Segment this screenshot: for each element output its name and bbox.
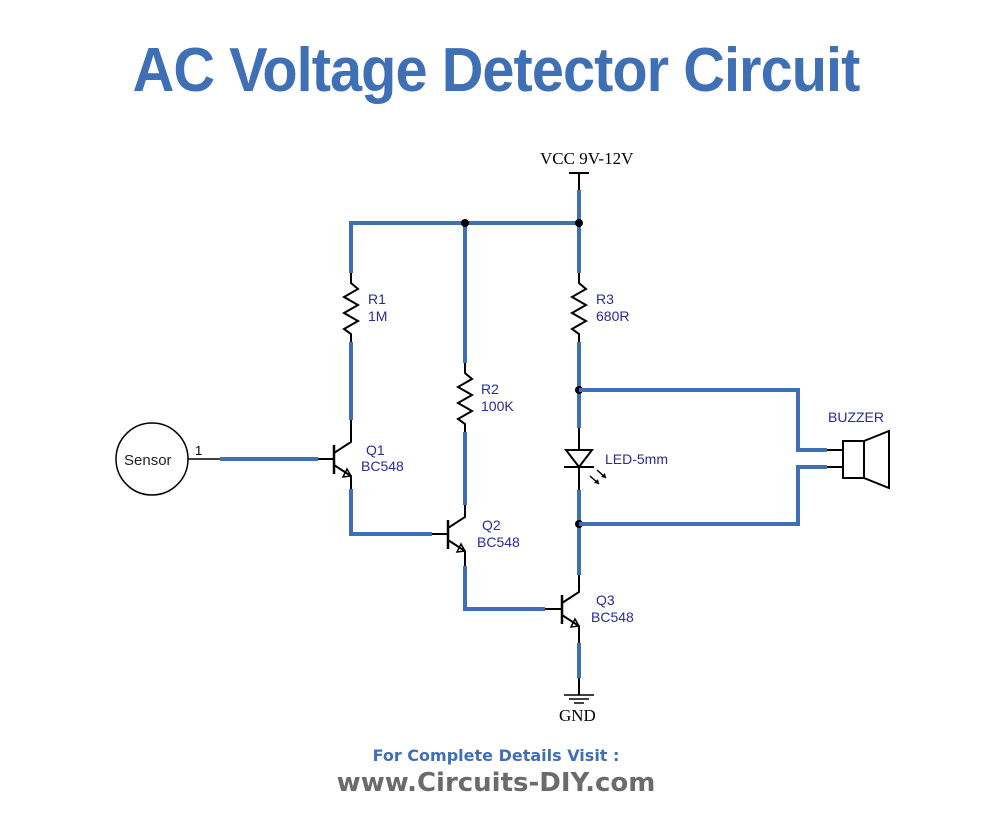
resistor-r2 <box>455 363 475 505</box>
r2-value-label: 100K <box>481 398 514 414</box>
ground-symbol <box>564 678 594 704</box>
q3-value-label: BC548 <box>591 609 634 625</box>
resistor-r3 <box>569 273 589 390</box>
q1-value-label: BC548 <box>361 458 404 474</box>
ground-label: GND <box>559 706 596 725</box>
vcc-symbol <box>569 172 589 190</box>
buzzer-symbol <box>827 429 890 490</box>
r1-value-label: 1M <box>368 308 387 324</box>
buzzer-label: BUZZER <box>828 409 884 425</box>
q2-to-q3-wire <box>463 566 545 611</box>
transistor-q3 <box>545 575 581 643</box>
r2-ref-label: R2 <box>481 381 499 397</box>
resistor-r1 <box>341 273 361 420</box>
sensor-label: Sensor <box>124 452 172 469</box>
led-label: LED-5mm <box>605 451 668 467</box>
top-rail-wire <box>349 190 581 363</box>
sensor-pin-label: 1 <box>195 443 202 458</box>
r3-value-label: 680R <box>596 308 629 324</box>
r1-ref-label: R1 <box>368 291 386 307</box>
footer-visit-text: For Complete Details Visit : <box>372 746 620 765</box>
r3-ref-label: R3 <box>596 291 614 307</box>
q2-ref-label: Q2 <box>482 517 501 533</box>
led-symbol <box>563 428 607 490</box>
page-title: AC Voltage Detector Circuit <box>132 36 861 105</box>
q2-value-label: BC548 <box>477 534 520 550</box>
buzzer-top-wire <box>579 388 827 452</box>
junction-dot <box>461 219 469 227</box>
transistor-q2 <box>432 505 467 566</box>
junction-dot <box>575 219 583 227</box>
footer-website-link[interactable]: www.Circuits-DIY.com <box>336 768 656 798</box>
transistor-q1 <box>318 420 353 489</box>
q3-ref-label: Q3 <box>596 592 615 608</box>
buzzer-bottom-wire <box>579 465 827 526</box>
q1-ref-label: Q1 <box>366 442 385 458</box>
vcc-label: VCC 9V-12V <box>540 149 634 168</box>
q1-to-q2-wire <box>349 489 432 536</box>
